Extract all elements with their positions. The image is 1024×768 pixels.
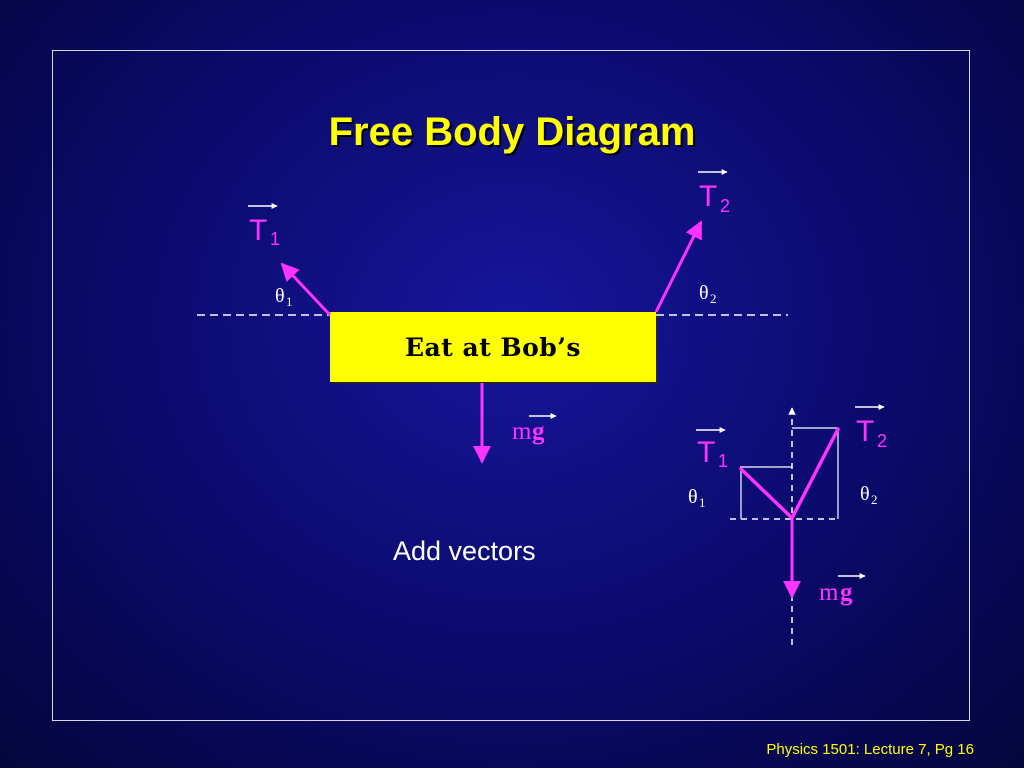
sum-theta-1-subscript: 1 — [699, 495, 706, 510]
mg-label: m g — [512, 413, 557, 445]
t1-symbol: T — [249, 214, 267, 247]
theta-1-subscript: 1 — [286, 294, 293, 309]
theta-2-label: θ 2 — [699, 282, 717, 306]
sum-theta-1-symbol: θ — [688, 486, 698, 508]
t2-symbol: T — [699, 180, 717, 213]
sum-mass-symbol: m — [819, 579, 839, 606]
sum-t1-subscript: 1 — [718, 451, 728, 471]
mass-symbol: m — [512, 418, 532, 445]
t1-subscript: 1 — [270, 229, 280, 249]
sum-theta-2-label: θ 2 — [860, 483, 878, 507]
bob-sign: Eat at Bob’s — [330, 312, 656, 382]
theta-1-symbol: θ — [275, 285, 285, 307]
t1-label: T 1 — [248, 203, 280, 249]
add-vectors-caption: Add vectors — [393, 536, 536, 566]
sum-mg-label: m g — [819, 573, 866, 606]
sum-theta-2-symbol: θ — [860, 483, 870, 505]
sum-t2-vector — [790, 427, 840, 520]
sum-t1-label: T 1 — [696, 427, 728, 471]
slide-frame — [52, 50, 970, 721]
t2-label: T 2 — [698, 169, 730, 216]
sum-theta-1-label: θ 1 — [688, 486, 706, 510]
sum-t1-vector — [739, 467, 794, 520]
sum-t1-symbol: T — [697, 436, 715, 469]
slide-footer: Physics 1501: Lecture 7, Pg 16 — [766, 741, 974, 758]
slide-title: Free Body Diagram — [328, 110, 696, 154]
theta-1-label: θ 1 — [275, 285, 293, 309]
tension-1-vector — [280, 262, 332, 317]
sum-gravity-symbol: g — [840, 579, 853, 606]
sum-t2-label: T 2 — [855, 404, 887, 451]
sum-t2-symbol: T — [856, 415, 874, 448]
sign-text: Eat at Bob’s — [404, 332, 582, 362]
theta-2-subscript: 2 — [710, 291, 717, 306]
sum-t2-subscript: 2 — [877, 431, 887, 451]
theta-2-symbol: θ — [699, 282, 709, 304]
vector-sum-diagram — [730, 407, 840, 645]
t2-subscript: 2 — [720, 196, 730, 216]
sum-theta-2-subscript: 2 — [871, 492, 878, 507]
tension-2-vector — [654, 220, 703, 313]
gravity-symbol: g — [532, 418, 545, 445]
